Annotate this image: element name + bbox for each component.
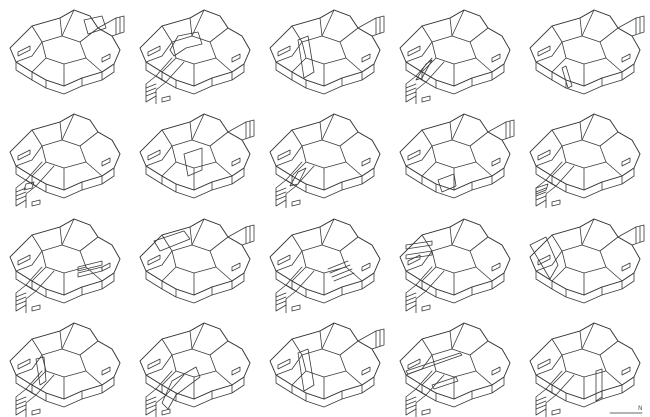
building-axonometric bbox=[269, 9, 385, 95]
diagram-panel bbox=[260, 104, 390, 209]
north-label: N bbox=[638, 405, 643, 412]
building-outline bbox=[399, 322, 511, 417]
building-axonometric bbox=[139, 9, 251, 104]
highlight-element bbox=[161, 366, 201, 410]
building-outline bbox=[9, 322, 121, 417]
ground-pad bbox=[421, 408, 431, 416]
building-axonometric bbox=[9, 9, 125, 95]
diagram-panel bbox=[130, 104, 260, 208]
diagram-panel bbox=[0, 209, 130, 313]
highlight-element bbox=[405, 352, 463, 390]
building-outline bbox=[139, 113, 255, 199]
diagram-panel bbox=[0, 313, 130, 417]
building-outline bbox=[399, 113, 515, 199]
building-axonometric bbox=[529, 218, 645, 303]
diagram-panel bbox=[520, 209, 650, 313]
ground-pad bbox=[291, 304, 301, 311]
diagram-panel bbox=[390, 104, 520, 208]
building-axonometric bbox=[269, 322, 385, 408]
diagram-panel bbox=[260, 313, 390, 417]
highlight-element bbox=[405, 240, 433, 259]
building-axonometric bbox=[529, 9, 645, 95]
building-outline bbox=[399, 218, 511, 313]
building-axonometric bbox=[9, 113, 121, 209]
highlight-element bbox=[327, 260, 355, 281]
highlight-element bbox=[535, 183, 549, 195]
ground-pad bbox=[421, 304, 431, 311]
building-axonometric: N bbox=[529, 322, 643, 417]
diagram-panel bbox=[390, 209, 520, 313]
building-outline bbox=[529, 113, 641, 209]
ground-pad bbox=[31, 408, 41, 416]
ground-pad bbox=[31, 304, 41, 311]
building-outline bbox=[269, 113, 381, 209]
building-axonometric bbox=[399, 322, 511, 417]
building-axonometric bbox=[399, 113, 515, 199]
building-outline bbox=[269, 9, 385, 95]
building-outline bbox=[399, 9, 511, 104]
building-axonometric bbox=[9, 218, 121, 313]
building-outline bbox=[269, 218, 381, 313]
building-axonometric bbox=[9, 322, 121, 417]
diagram-panel bbox=[390, 0, 520, 104]
building-outline bbox=[9, 9, 125, 95]
building-outline bbox=[529, 9, 645, 95]
highlight-element bbox=[529, 236, 559, 279]
diagram-panel bbox=[520, 104, 650, 209]
diagram-panel bbox=[130, 0, 260, 104]
building-outline bbox=[9, 113, 121, 209]
highlight-element bbox=[437, 173, 457, 193]
diagram-panel bbox=[520, 0, 650, 104]
highlight-element bbox=[297, 35, 315, 79]
ground-pad bbox=[421, 95, 431, 103]
diagram-panel bbox=[130, 209, 260, 313]
building-outline bbox=[529, 218, 645, 303]
highlight-element bbox=[297, 348, 315, 392]
building-outline bbox=[139, 218, 255, 303]
highlight-element bbox=[169, 31, 203, 57]
highlight-element bbox=[289, 167, 307, 187]
building-axonometric bbox=[269, 113, 381, 209]
ground-pad bbox=[551, 408, 561, 416]
ground-pad bbox=[291, 199, 301, 207]
ground-pad bbox=[31, 199, 41, 207]
building-axonometric bbox=[139, 113, 255, 199]
building-axonometric bbox=[139, 218, 255, 303]
diagram-panel bbox=[260, 209, 390, 313]
building-outline: N bbox=[529, 322, 643, 417]
highlight-element bbox=[183, 147, 203, 177]
building-outline bbox=[269, 322, 385, 408]
building-axonometric bbox=[399, 218, 511, 313]
ground-pad bbox=[161, 95, 171, 103]
building-axonometric bbox=[399, 9, 511, 104]
ground-pad bbox=[551, 199, 561, 207]
ground-pad bbox=[161, 408, 171, 416]
diagram-panel bbox=[390, 313, 520, 417]
highlight-element bbox=[23, 181, 35, 191]
highlight-element bbox=[77, 260, 103, 277]
building-outline bbox=[139, 9, 251, 104]
building-axonometric bbox=[269, 218, 381, 313]
building-outline bbox=[139, 322, 251, 417]
highlight-element bbox=[35, 356, 47, 386]
building-axonometric bbox=[139, 322, 251, 417]
highlight-element bbox=[595, 368, 603, 402]
highlight-element bbox=[153, 230, 191, 251]
diagram-panel: N bbox=[520, 313, 650, 417]
building-axonometric bbox=[529, 113, 641, 209]
highlight-element bbox=[561, 65, 573, 89]
highlight-element bbox=[415, 59, 433, 81]
building-outline bbox=[9, 218, 121, 313]
diagram-panel bbox=[130, 313, 260, 417]
highlight-element bbox=[83, 15, 107, 35]
diagram-panel bbox=[0, 104, 130, 209]
diagram-panel bbox=[0, 0, 130, 104]
diagram-panel bbox=[260, 0, 390, 104]
